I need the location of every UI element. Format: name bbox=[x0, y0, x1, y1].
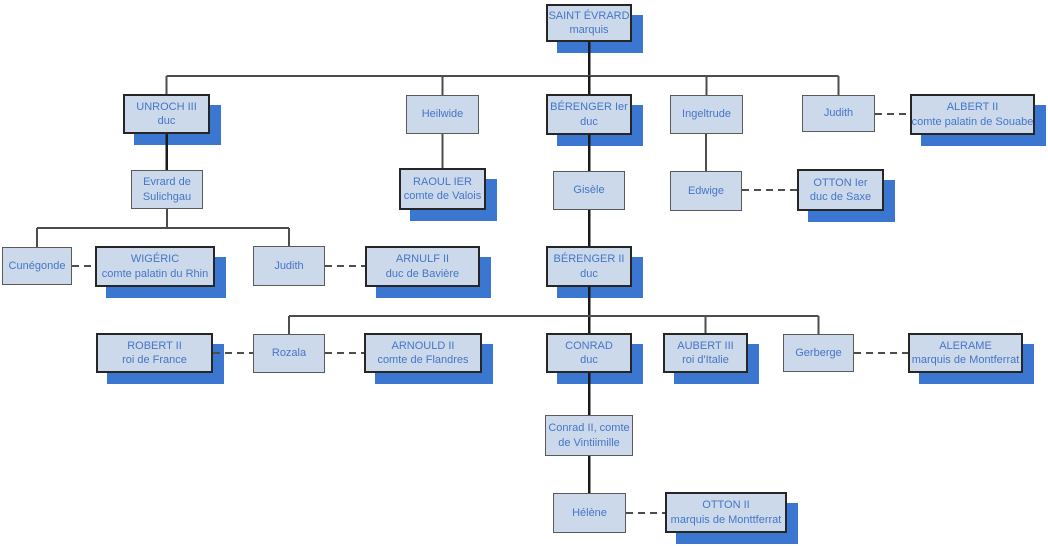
tree-node-heilwide[interactable]: Heilwide bbox=[406, 95, 479, 134]
person-name: UNROCH III bbox=[136, 100, 197, 113]
person-name: ARNOULD II bbox=[391, 339, 455, 352]
person-name: Rozala bbox=[271, 347, 307, 360]
person-title: roi d'Italie bbox=[682, 354, 729, 366]
person-name: Heilwide bbox=[421, 108, 464, 121]
person-name: Judith bbox=[274, 259, 304, 272]
person-name: WIGÉRIC bbox=[130, 253, 180, 266]
person-title: comte palatin du Rhin bbox=[101, 267, 209, 280]
tree-node-arnould-ii[interactable]: ARNOULD II comte de Flandres bbox=[364, 333, 482, 373]
tree-node-saint-evrard[interactable]: SAINT ÉVRARD marquis bbox=[546, 4, 632, 42]
person-title: duc bbox=[157, 115, 176, 127]
person-name: CONRAD bbox=[565, 339, 613, 352]
tree-node-judith-souabe[interactable]: Judith bbox=[802, 95, 875, 132]
tree-node-edwige[interactable]: Edwige bbox=[670, 171, 742, 211]
person-name: Judith bbox=[823, 107, 854, 120]
person-name: Edwige bbox=[687, 184, 725, 197]
person-name: AUBERT III bbox=[677, 339, 734, 352]
tree-node-unroch-iii[interactable]: UNROCH III duc bbox=[123, 94, 210, 134]
person-title: duc bbox=[580, 354, 598, 366]
person-name: Gisèle bbox=[573, 184, 605, 197]
tree-node-conrad[interactable]: CONRAD duc bbox=[546, 333, 632, 373]
person-title: Sulichgau bbox=[142, 190, 192, 203]
person-name: BÉRENGER Ier bbox=[550, 101, 628, 114]
person-title: marquis de Monttferrat bbox=[670, 513, 782, 526]
tree-node-cunegonde[interactable]: Cunégonde bbox=[2, 247, 72, 285]
person-name: ALERAME bbox=[939, 339, 992, 352]
person-title: duc bbox=[580, 115, 598, 128]
person-name: SAINT ÉVRARD bbox=[548, 9, 630, 22]
tree-node-otton-ier[interactable]: OTTON Ier duc de Saxe bbox=[797, 169, 884, 211]
tree-node-alerame[interactable]: ALERAME marquis de Montferrat bbox=[908, 333, 1023, 373]
person-name: Cunégonde bbox=[8, 259, 66, 272]
tree-node-gisele[interactable]: Gisèle bbox=[553, 171, 625, 210]
person-name: RAOUL IER bbox=[413, 175, 472, 188]
person-name: Hélène bbox=[572, 506, 607, 519]
person-name: Evrard de bbox=[143, 176, 191, 189]
person-title: duc bbox=[580, 267, 598, 280]
person-title: comte de Flandres bbox=[377, 354, 469, 366]
tree-node-aubert-iii[interactable]: AUBERT III roi d'Italie bbox=[663, 333, 748, 373]
person-title: marquis bbox=[569, 24, 609, 36]
person-name: OTTON Ier bbox=[813, 176, 868, 189]
tree-node-judith-baviere[interactable]: Judith bbox=[253, 246, 325, 286]
tree-node-rozala[interactable]: Rozala bbox=[253, 334, 325, 373]
person-name: OTTON II bbox=[702, 499, 750, 512]
person-name: ARNULF II bbox=[395, 253, 450, 266]
tree-node-gerberge[interactable]: Gerberge bbox=[783, 334, 854, 372]
person-title: duc de Saxe bbox=[809, 191, 872, 203]
person-title: duc de Bavière bbox=[385, 267, 460, 280]
person-name: BÉRENGER II bbox=[553, 253, 625, 266]
person-name: Gerberge bbox=[795, 346, 842, 359]
person-title: marquis de Montferrat bbox=[911, 354, 1020, 366]
tree-node-robert-ii[interactable]: ROBERT II roi de France bbox=[96, 333, 213, 373]
person-title: comte de Valois bbox=[403, 190, 482, 202]
person-title: roi de France bbox=[122, 354, 187, 366]
person-title: comte palatin de Souabe bbox=[911, 115, 1034, 128]
person-title: de Vintiimille bbox=[558, 436, 620, 449]
person-name: ALBERT II bbox=[946, 101, 999, 114]
person-name: ROBERT II bbox=[127, 339, 182, 352]
tree-node-helene[interactable]: Hélène bbox=[553, 493, 626, 533]
person-name: Conrad II, comte bbox=[548, 422, 630, 435]
person-name: Ingeltrude bbox=[682, 108, 731, 121]
tree-node-raoul-ier[interactable]: RAOUL IER comte de Valois bbox=[399, 168, 486, 210]
tree-node-ingeltrude[interactable]: Ingeltrude bbox=[670, 95, 743, 134]
